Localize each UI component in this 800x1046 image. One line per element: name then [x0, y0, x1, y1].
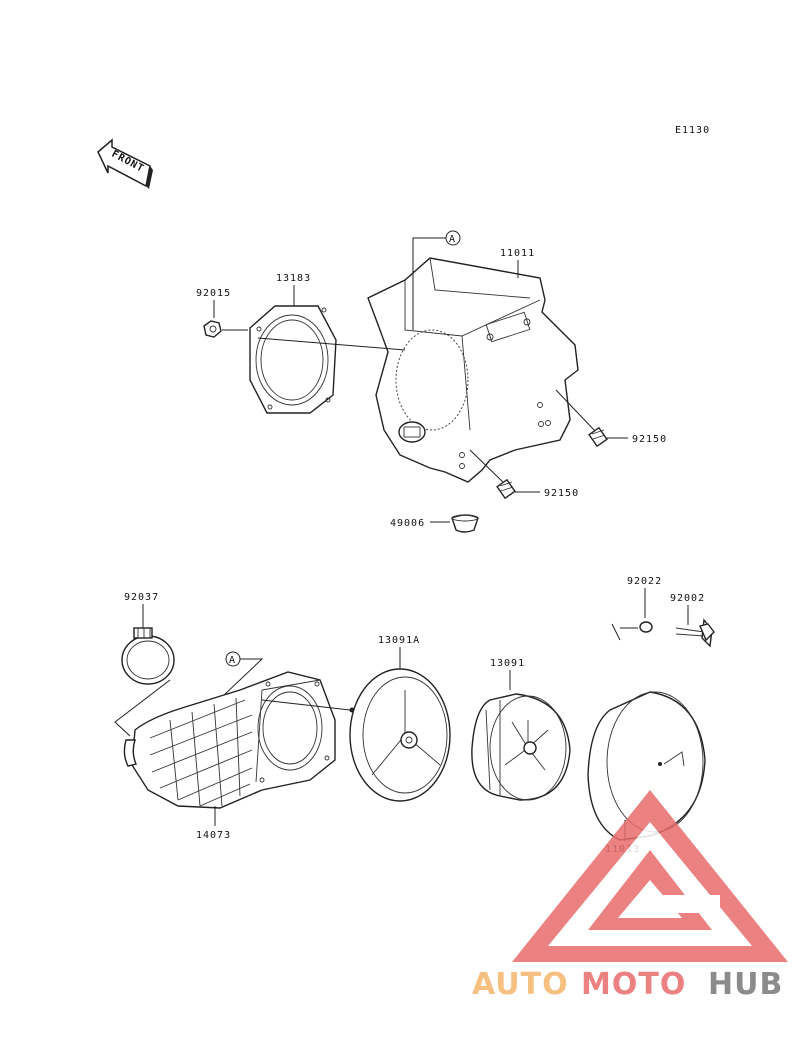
- filter-cage-13091: [471, 693, 571, 801]
- washer-92022: [639, 621, 653, 633]
- bolt-92150-lower: [469, 449, 516, 500]
- label-92002: 92002: [670, 593, 705, 604]
- air-box-housing: [367, 257, 579, 483]
- front-arrow-icon: FRONT: [97, 138, 153, 189]
- logo-text-auto: AUTO: [472, 967, 569, 1002]
- label-14073: 14073: [196, 830, 231, 841]
- label-92015: 92015: [196, 288, 231, 299]
- callout-a-lower: A: [229, 655, 236, 666]
- logo-text-moto: MOTO: [581, 967, 686, 1002]
- label-13091: 13091: [490, 658, 525, 669]
- label-49006: 49006: [390, 518, 425, 529]
- callout-a-upper-leader: [412, 237, 446, 330]
- filter-base-13091a: [349, 668, 451, 802]
- bolt-92150-right: [555, 389, 608, 448]
- diagram-code: E1130: [675, 125, 710, 136]
- label-11011: 11011: [500, 248, 535, 259]
- logo-text-hub: HUB: [708, 967, 783, 1002]
- label-13091a: 13091A: [378, 635, 420, 646]
- callout-a-upper: A: [449, 234, 456, 245]
- wing-bolt-92002: [675, 618, 715, 648]
- label-13183: 13183: [276, 273, 311, 284]
- nut-92015: [203, 320, 222, 338]
- label-92150-lower: 92150: [544, 488, 579, 499]
- label-92150-right: 92150: [632, 434, 667, 445]
- intake-duct-14073: [123, 671, 336, 809]
- cap-49006: [451, 514, 479, 533]
- gasket-13183: [249, 305, 337, 414]
- label-92037: 92037: [124, 592, 159, 603]
- automotohub-logo: AUTO MOTO HUB: [472, 790, 788, 1002]
- label-92022: 92022: [627, 576, 662, 587]
- clamp-92037: [121, 627, 175, 685]
